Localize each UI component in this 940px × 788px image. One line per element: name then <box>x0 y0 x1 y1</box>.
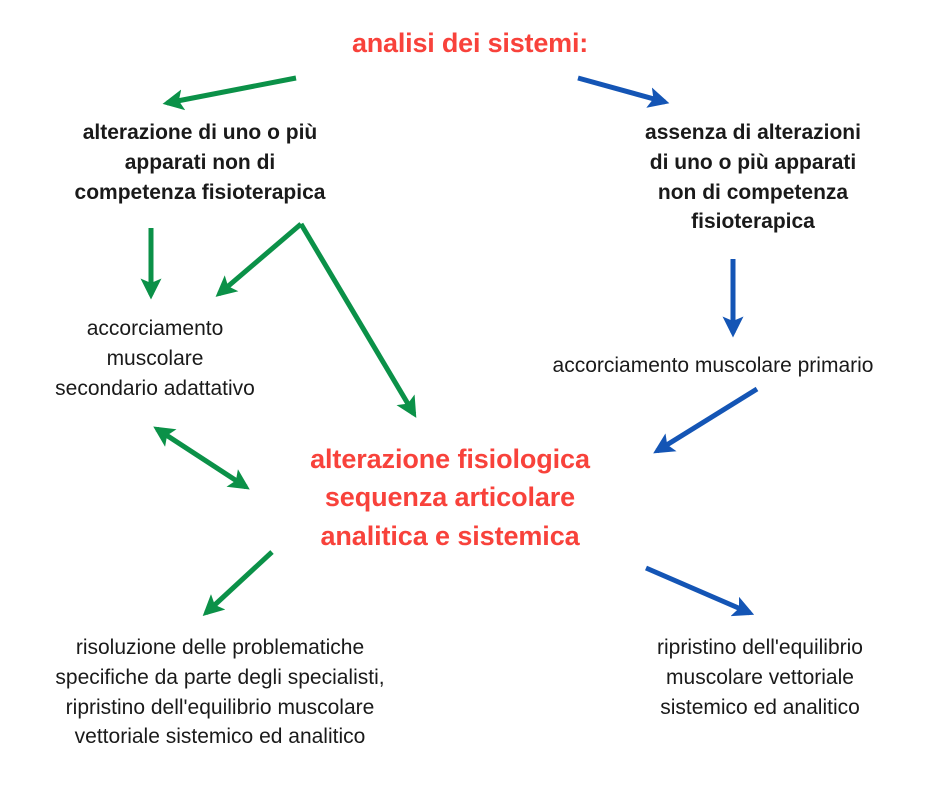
node-alterazione-fisiologica-sequenza-articolare: alterazione fisiologica sequenza articol… <box>310 444 590 551</box>
node-root-analisi-dei-sistemi: analisi dei sistemi: <box>351 28 589 58</box>
arrow-apex-to-center <box>298 222 417 418</box>
node-assenza-di-alterazioni: assenza di alterazioni di uno o più appa… <box>645 121 861 234</box>
arrow-center-to-right-bottom <box>645 565 755 617</box>
arrow-apex-to-left-mid <box>215 222 303 297</box>
node-risoluzione-problematiche-specifiche: risoluzione delle problematiche specific… <box>55 636 385 749</box>
arrow-left-mid-center-bidirectional <box>153 426 250 490</box>
arrow-right-mid-to-center <box>653 386 759 454</box>
node-ripristino-equilibrio-muscolare: ripristino dell'equilibrio muscolare vet… <box>657 636 863 719</box>
node-alterazione-apparati-non-competenza: alterazione di uno o più apparati non di… <box>74 121 326 204</box>
arrow-root-to-left-top <box>162 75 297 111</box>
arrow-root-to-right-top <box>577 75 670 108</box>
node-accorciamento-muscolare-secondario: accorciamento muscolare secondario adatt… <box>55 317 255 400</box>
node-accorciamento-muscolare-primario: accorciamento muscolare primario <box>552 354 874 377</box>
arrow-center-to-left-bottom <box>202 550 274 617</box>
